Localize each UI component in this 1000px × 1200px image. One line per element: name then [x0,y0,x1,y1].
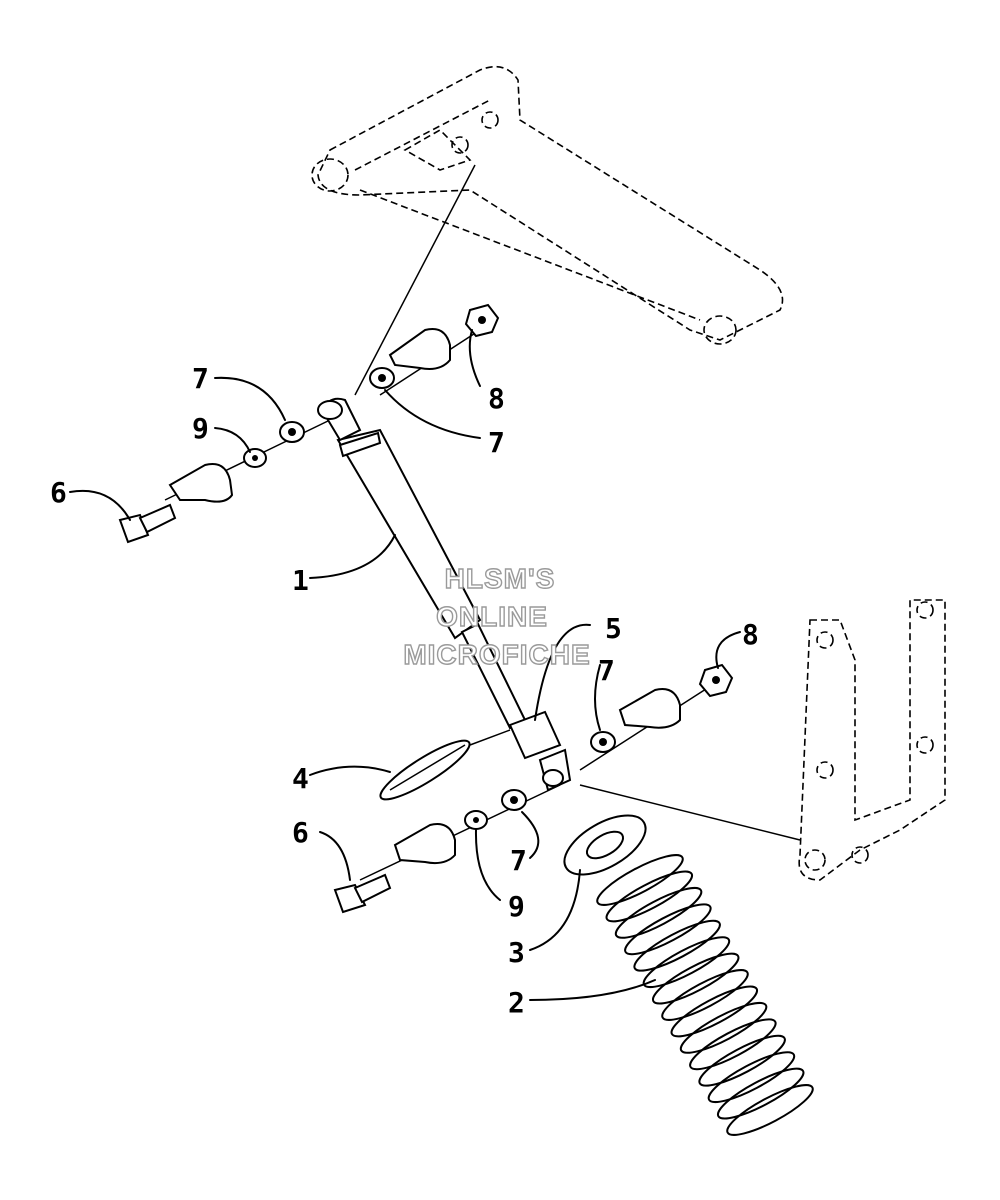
watermark-line-3: MICROFICHE [403,639,590,670]
upper-washer-7-right [369,367,395,389]
callout-2: 2 [508,986,525,1019]
spring-coil [689,1018,777,1071]
a-arm [311,65,784,345]
spring-coil [679,1001,768,1054]
upper-nut [464,303,500,338]
spring-coil [651,952,740,1005]
lower-nut [698,663,734,698]
spring-coil [698,1034,786,1087]
watermark: HLSM'S ONLINE MICROFICHE [403,562,591,670]
callout-6-upper: 6 [50,476,67,509]
callout-numbers: 7 9 6 8 7 1 5 8 7 4 6 7 9 3 2 [50,362,759,1019]
spring-coil [624,903,712,956]
callout-7-upper-left: 7 [192,362,209,395]
upper-bolt [118,503,177,544]
callout-7-upper-right: 7 [488,426,505,459]
callout-1: 1 [292,564,309,597]
lower-washer-7-left [501,789,527,811]
frame-bracket [798,599,946,881]
spring-coil [707,1051,796,1104]
spring-retainer [379,739,471,801]
spring-coil [642,936,731,989]
upper-bushing-left [168,463,234,503]
callout-3: 3 [508,936,525,969]
callout-8-upper: 8 [488,382,505,415]
callout-6-lower: 6 [292,816,309,849]
callout-4: 4 [292,762,309,795]
callout-5: 5 [605,612,622,645]
spring-coil [614,886,703,939]
callout-9-lower: 9 [508,890,525,923]
assembly-leader-lines [164,164,801,881]
spring-coil [726,1084,814,1136]
shock-absorber [317,397,572,792]
lower-bushing-left [393,823,456,865]
upper-washer-7-left [279,421,305,443]
callout-7-lower-left: 7 [510,844,527,877]
upper-washer-9 [243,448,267,468]
watermark-line-1: HLSM'S [445,563,556,594]
upper-bushing-right [388,328,451,370]
spring-seat [563,814,647,876]
spring-coil [661,969,749,1021]
spring-coil [596,854,684,906]
spring-coil [670,985,759,1038]
watermark-line-2: ONLINE [436,601,548,632]
callout-7-lower-right: 7 [598,654,615,687]
lower-washer-7-right [590,731,616,753]
lower-bushing-right [618,688,681,729]
spring-coil [633,919,721,972]
callout-8-lower: 8 [742,618,759,651]
callout-leaders [69,329,741,1001]
lower-washer-9 [464,810,488,830]
spring-coil [605,870,694,923]
callout-9-upper: 9 [192,412,209,445]
spring-coil [716,1067,805,1120]
lower-bolt [333,873,392,914]
coil-spring [596,854,814,1136]
